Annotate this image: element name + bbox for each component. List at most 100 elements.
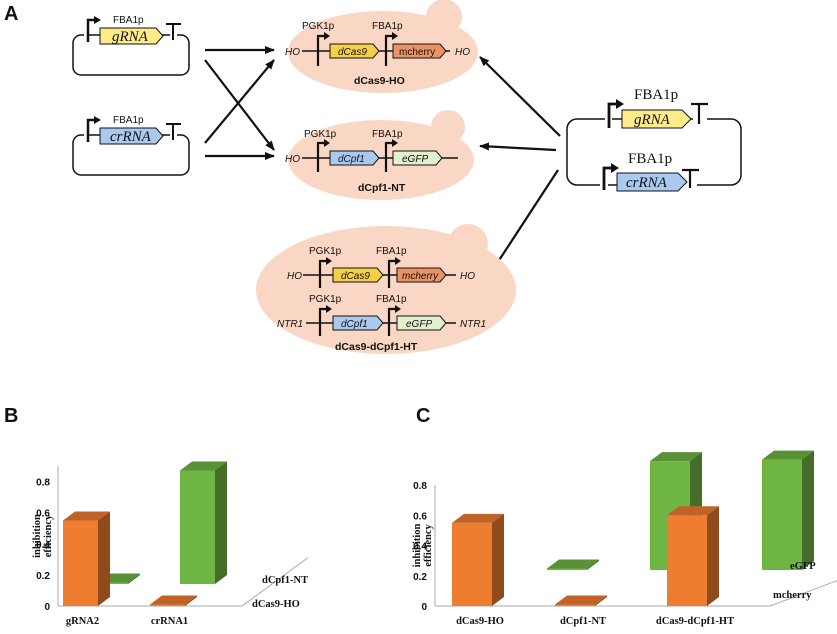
bar-top-eGFP-dCpf1-NT — [650, 452, 702, 462]
mcherry-gene-block — [392, 43, 447, 59]
bar-side-dCpf1-NT-crRNA1 — [215, 461, 227, 584]
promoter-arrow-icon — [607, 102, 618, 128]
y-tick-label: 0.2 — [413, 572, 427, 583]
strain-name: dCas9-HO — [354, 75, 405, 87]
promoter-arrow-icon — [602, 166, 613, 190]
depth-axis-line — [769, 580, 837, 607]
plasmid-gRNA: gRNA FBA1p — [72, 15, 190, 76]
bar-side-dCpf1-NT-gRNA2 — [128, 573, 140, 584]
gene-label: dCas9 — [338, 47, 367, 58]
promoter-label: FBA1p — [113, 15, 144, 26]
depth-series-label: eGFP — [790, 561, 816, 572]
bar-top-dCas9-HO-crRNA1 — [150, 595, 197, 605]
locus-label-left: HO — [285, 154, 300, 165]
y-axis-label: efficiency — [43, 514, 54, 557]
yeast-cell — [288, 120, 474, 200]
locus-label-left: HO — [285, 47, 300, 58]
promoter-label: PGK1p — [304, 129, 337, 140]
y-tick-label: 0.4 — [36, 540, 50, 551]
promoter-arrow-icon — [387, 307, 397, 336]
promoter-label: PGK1p — [302, 21, 335, 32]
promoter-label: PGK1p — [309, 246, 342, 257]
y-axis-label: inhibition — [412, 523, 423, 567]
bar-dCpf1-NT-gRNA2 — [93, 582, 128, 584]
gene-label: dCas9 — [341, 271, 370, 282]
terminator-icon — [691, 102, 708, 124]
x-category-label: crRNA1 — [151, 616, 188, 627]
promoter-label: FBA1p — [372, 129, 403, 140]
panel-label-b: B — [4, 405, 18, 427]
cell-dcpf1-nt: HO PGK1p dCpf1 FBA1p eGFP dCpf1-NT — [285, 110, 474, 200]
promoter-label: FBA1p — [628, 151, 672, 167]
promoter-label: FBA1p — [113, 115, 144, 126]
cell-dcas9-dcpf1-ht: HO HO PGK1p dCas9 FBA1p mcherry NTR1 NTR… — [256, 224, 516, 354]
arrow-combo-to-dcas9 — [479, 56, 561, 137]
panel-label-a: A — [4, 3, 18, 25]
eGFP-gene-block — [396, 315, 447, 331]
promoter-arrow-icon — [318, 307, 328, 336]
bar-top-mcherry-dCas9-HO — [452, 513, 504, 523]
locus-label-right: HO — [455, 47, 470, 58]
promoter-arrow-icon — [318, 259, 328, 288]
bar-dCas9-HO-gRNA2 — [63, 520, 98, 606]
bar-mcherry-dCas9-dCpf1-HT — [667, 515, 707, 606]
promoter-arrow-icon — [86, 18, 96, 42]
bar-eGFP-dCas9-HO — [547, 568, 587, 570]
bar-side-mcherry-dCas9-dCpf1-HT — [707, 506, 719, 606]
bar-top-mcherry-dCpf1-NT — [555, 595, 607, 605]
dCpf1-gene-block — [329, 150, 380, 166]
x-category-label: dCas9-dCpf1-HT — [656, 616, 734, 627]
y-tick-label: 0.6 — [36, 509, 50, 520]
arrow-crRNA-to-dcas9 — [204, 59, 275, 144]
x-category-label: gRNA2 — [66, 616, 99, 627]
y-tick-label: 0.6 — [413, 511, 427, 522]
y-tick-label: 0 — [421, 602, 427, 613]
locus-label-left: NTR1 — [277, 319, 303, 330]
bar-top-eGFP-dCas9-HO — [547, 559, 599, 569]
mcherry-gene-block — [396, 267, 447, 283]
arrow-combo-to-ht — [493, 169, 559, 269]
bar-side-eGFP-dCas9-dCpf1-HT — [802, 450, 814, 570]
y-tick-label: 0 — [44, 602, 50, 613]
gene-label: gRNA — [112, 29, 149, 45]
depth-series-label: dCas9-HO — [252, 599, 300, 610]
promoter-arrow-icon — [384, 34, 394, 66]
bar-side-eGFP-dCas9-HO — [587, 559, 599, 570]
yeast-cell — [288, 11, 478, 93]
yeast-bud — [431, 110, 465, 144]
gene-label: mcherry — [399, 47, 435, 58]
bar-dCpf1-NT-crRNA1 — [180, 470, 215, 584]
crRNA-gene-block — [99, 127, 164, 145]
y-tick-label: 0.8 — [413, 481, 427, 492]
promoter-arrow-icon — [316, 141, 326, 172]
depth-series-label: dCpf1-NT — [262, 575, 308, 586]
promoter-label: FBA1p — [376, 294, 407, 305]
gRNA-gene-block — [99, 27, 164, 45]
bar-top-dCas9-HO-gRNA2 — [63, 511, 110, 521]
depth-axis-line — [241, 557, 309, 607]
y-axis-label: efficiency — [423, 523, 434, 566]
bar-eGFP-dCas9-dCpf1-HT — [762, 459, 802, 570]
bar-mcherry-dCpf1-NT — [555, 604, 595, 606]
promoter-arrow-icon — [86, 118, 96, 142]
promoter-label: PGK1p — [309, 294, 342, 305]
promoter-arrow-icon — [316, 34, 326, 66]
terminator-icon — [166, 23, 181, 40]
gene-label: eGFP — [406, 319, 432, 330]
arrow-combo-to-dcpf1 — [479, 142, 557, 152]
arrow-gRNA-to-dcpf1 — [204, 59, 275, 151]
dCas9-gene-block — [332, 267, 384, 283]
bar-dCas9-HO-crRNA1 — [150, 604, 185, 606]
promoter-arrow-icon — [387, 259, 397, 288]
y-tick-label: 0.8 — [36, 478, 50, 489]
locus-label-right: NTR1 — [460, 319, 486, 330]
bar-side-dCas9-HO-crRNA1 — [185, 595, 197, 606]
eGFP-gene-block — [392, 150, 443, 166]
gene-label: mcherry — [402, 271, 439, 282]
bar-top-mcherry-dCas9-dCpf1-HT — [667, 506, 719, 516]
transformation-arrows — [204, 46, 275, 160]
locus-label-right: HO — [460, 271, 475, 282]
gene-label: eGFP — [402, 154, 428, 165]
